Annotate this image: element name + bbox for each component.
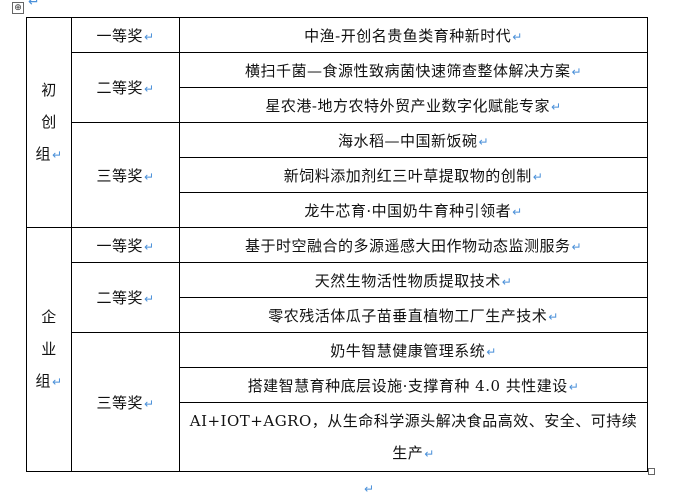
project-cell: 搭建智慧育种底层设施·支撑育种 4.0 共性建设↵ — [179, 367, 648, 403]
award-level-cell: 三等奖↵ — [71, 332, 180, 472]
group-char: 组↵ — [35, 372, 63, 390]
table-row: 零农残活体瓜子苗垂直植物工厂生产技术↵ — [27, 297, 648, 333]
table-row: 初 创 组↵ 一等奖↵ 中渔-开创名贵鱼类育种新时代↵ — [26, 17, 648, 228]
paragraph-mark-icon: ↵ — [532, 169, 544, 184]
group-cell-startup: 初 创 组↵ — [26, 17, 72, 228]
table-resize-handle[interactable] — [648, 468, 655, 475]
project-cell: 天然生物活性物质提取技术↵ — [179, 262, 648, 298]
paragraph-mark-icon: ↵ — [28, 0, 40, 10]
project-cell: 零农残活体瓜子苗垂直植物工厂生产技术↵ — [179, 297, 648, 333]
paragraph-mark-icon: ↵ — [424, 446, 435, 461]
award-level-cell: 二等奖↵ — [71, 262, 180, 333]
table-row: 三等奖↵ 奶牛智慧健康管理系统↵ — [27, 332, 648, 472]
paragraph-mark-icon: ↵ — [143, 239, 155, 254]
table-row: 三等奖↵ 海水稻—中国新饭碗↵ — [27, 122, 648, 228]
paragraph-mark-icon: ↵ — [51, 148, 63, 162]
paragraph-mark-icon: ↵ — [512, 204, 523, 219]
award-level-cell: 一等奖↵ — [71, 227, 180, 263]
award-level-cell: 二等奖↵ — [71, 52, 180, 123]
group-cell-enterprise: 企 业 组↵ — [26, 227, 72, 472]
project-cell: 奶牛智慧健康管理系统↵ — [179, 332, 648, 368]
table-row: 企 业 组↵ 一等奖↵ 基于时空融合的多源遥感大田作物动态监测服务↵ — [26, 227, 648, 472]
awards-table: 初 创 组↵ 一等奖↵ 中渔-开创名贵鱼类育种新时代↵ 二等奖↵ 横扫千菌—食源… — [26, 17, 648, 472]
table-row: 新饲料添加剂红三叶草提取物的创制↵ — [27, 157, 648, 193]
table-row: AI+IOT+AGRO，从生命科学源头解决食品高效、安全、可持续生产↵ — [27, 402, 648, 472]
table-move-handle-icon[interactable]: ⊕ — [12, 2, 24, 14]
project-cell: 龙牛芯育·中国奶牛育种引领者↵ — [179, 192, 648, 228]
paragraph-mark-icon: ↵ — [478, 134, 490, 149]
paragraph-mark-icon: ↵ — [486, 344, 497, 359]
paragraph-mark-icon: ↵ — [143, 29, 155, 44]
table-row: 星农港-地方农特外贸产业数字化赋能专家↵ — [27, 87, 648, 123]
project-cell: AI+IOT+AGRO，从生命科学源头解决食品高效、安全、可持续生产↵ — [179, 402, 648, 472]
group-char: 企 — [41, 308, 57, 326]
paragraph-mark-icon: ↵ — [364, 482, 375, 492]
table-row: 二等奖↵ 天然生物活性物质提取技术↵ — [27, 262, 648, 333]
project-cell: 横扫千菌—食源性致病菌快速筛查整体解决方案↵ — [179, 52, 648, 88]
paragraph-mark-icon: ↵ — [512, 29, 523, 44]
project-cell: 基于时空融合的多源遥感大田作物动态监测服务↵ — [179, 227, 648, 263]
group-char: 业 — [41, 340, 57, 358]
award-level-cell: 三等奖↵ — [71, 122, 180, 228]
project-cell: 海水稻—中国新饭碗↵ — [179, 122, 648, 158]
paragraph-mark-icon: ↵ — [548, 309, 559, 324]
award-level-cell: 一等奖↵ — [71, 17, 180, 53]
paragraph-mark-icon: ↵ — [143, 396, 155, 411]
group-char: 初 — [41, 81, 57, 99]
table-row: 二等奖↵ 横扫千菌—食源性致病菌快速筛查整体解决方案↵ — [27, 52, 648, 123]
project-cell: 新饲料添加剂红三叶草提取物的创制↵ — [179, 157, 648, 193]
paragraph-mark-icon: ↵ — [551, 99, 562, 114]
paragraph-mark-icon: ↵ — [143, 82, 155, 96]
paragraph-mark-icon: ↵ — [51, 375, 63, 389]
paragraph-mark-icon: ↵ — [571, 64, 583, 79]
group-char: 创 — [41, 113, 57, 131]
paragraph-mark-icon: ↵ — [143, 169, 155, 184]
paragraph-mark-icon: ↵ — [571, 239, 583, 254]
paragraph-mark-icon: ↵ — [501, 274, 513, 289]
project-cell: 中渔-开创名贵鱼类育种新时代↵ — [179, 17, 648, 53]
project-cell: 星农港-地方农特外贸产业数字化赋能专家↵ — [179, 87, 648, 123]
paragraph-mark-icon: ↵ — [568, 379, 580, 394]
group-char: 组↵ — [35, 145, 63, 163]
paragraph-mark-icon: ↵ — [143, 292, 155, 306]
